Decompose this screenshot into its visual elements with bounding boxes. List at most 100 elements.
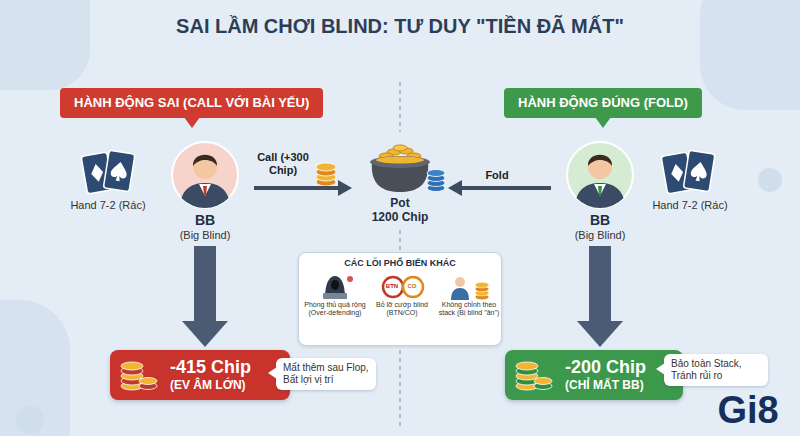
outcome-arrow [194, 246, 216, 321]
error-icon-part [455, 277, 465, 287]
chip-text: CO [397, 282, 427, 290]
error-icon [371, 273, 433, 301]
chip-icon-part [516, 362, 538, 370]
error-icon-part [323, 293, 347, 299]
player-avatar-art-part [567, 142, 633, 208]
error-icon-part [451, 288, 469, 300]
chip-text: BTN [377, 282, 407, 290]
player-node: BB(Big Blind) [555, 140, 645, 242]
player-avatar-art [567, 142, 633, 209]
player-avatar-art-part-part [180, 183, 230, 209]
error-icon [304, 273, 366, 301]
pot-illustration-part [376, 157, 424, 164]
action-arrow [254, 186, 338, 190]
chip-stack [427, 170, 445, 192]
action-banner: HÀNH ĐỘNG ĐÚNG (FOLD) [504, 88, 702, 118]
table-decor-part [16, 406, 44, 434]
callout-tail [656, 363, 665, 375]
table-decor-part [758, 168, 782, 192]
player-avatar-art-part [180, 155, 230, 209]
card-pair-part-part [683, 150, 715, 192]
chip-icon-part [534, 378, 552, 385]
node-text: Bảo toàn Stack, Tránh rủi ro [671, 358, 761, 382]
pot-illustration [370, 145, 445, 192]
card-pair-part [103, 150, 135, 192]
node-text: BB [160, 212, 250, 228]
node-text: Không chỉnh theo stack (Bị blind "ăn") [438, 301, 500, 317]
node-text: (EV ÂM LỚN) [170, 378, 290, 393]
card-pair-part-part [90, 163, 105, 183]
call-chip-stack [316, 163, 336, 186]
player-avatar-art-part-part [588, 155, 612, 179]
action-arrow [462, 186, 551, 190]
player-avatar-art-part-part [575, 183, 625, 209]
chip-stack-part [427, 170, 445, 177]
error-icon-part [347, 276, 353, 282]
pot-illustration-part [393, 145, 407, 151]
player-avatar-art-part-part [598, 186, 602, 195]
node-text: Phòng thủ quá rộng (Over-defending) [304, 301, 366, 317]
banner-pointer-part [184, 117, 200, 128]
errors-panel: Phòng thủ quá rộng (Over-defending) Bỏ lỡ… [298, 252, 502, 346]
player-avatar-art-part-part [193, 155, 217, 179]
table-decor-part [0, 0, 90, 90]
node-text: BB [555, 212, 645, 228]
node-text: (Big Blind) [555, 228, 645, 242]
chip-icon-part [139, 378, 157, 385]
table-decor-part [700, 0, 800, 110]
pot-node: Pot1200 Chip [355, 138, 445, 224]
pot-illustration-part [370, 156, 430, 168]
result-box: -200 Chip(CHỈ MẤT BB) [505, 350, 683, 400]
card-pair-part-part [690, 161, 709, 182]
node-text: 1200 Chip [355, 210, 445, 224]
card-pair [81, 150, 135, 194]
player-avatar-art-part-part [193, 155, 217, 166]
node-text: HÀNH ĐỘNG SAI (CALL VỚI BÀI YẾU) [74, 88, 309, 118]
card-pair [661, 150, 715, 194]
node-text: Bỏ lỡ cướp blind (BTN/CO) [371, 301, 433, 317]
note-callout: Bảo toàn Stack, Tránh rủi ro [664, 354, 768, 386]
player-avatar-art-part [172, 142, 238, 208]
error-item: Không chỉnh theo stack (Bị blind "ăn") [438, 273, 500, 343]
callout-tail-part [268, 367, 277, 379]
edge-label: Fold [472, 168, 522, 183]
error-icon-part [331, 280, 339, 290]
node-text: CÁC LỖI PHỔ BIẾN KHÁC [299, 253, 501, 269]
banner-pointer-part [595, 117, 611, 128]
center-divider-part [399, 82, 401, 132]
node-text: Mất thêm sau Flop, Bất lợi vị trí [283, 362, 369, 386]
action-banner: HÀNH ĐỘNG SAI (CALL VỚI BÀI YẾU) [60, 88, 323, 118]
card-pair-part-part [103, 150, 135, 192]
chip-icon [505, 350, 561, 400]
outcome-arrow [589, 246, 611, 321]
error-item: Bỏ lỡ cướp blind (BTN/CO) [371, 273, 433, 343]
node-text: (Big Blind) [160, 228, 250, 242]
callout-tail-part [656, 363, 665, 375]
watermark: Gi8 [700, 386, 796, 434]
player-avatar-art-part-part [199, 184, 211, 196]
player-avatar-art-part-part [203, 186, 207, 195]
error-item: Phòng thủ quá rộng (Over-defending) [304, 273, 366, 343]
error-icon-part [475, 282, 489, 288]
result-box: -415 Chip(EV ÂM LỚN) [110, 350, 290, 400]
player-avatar-art-part-part [588, 155, 612, 166]
note-callout: Mất thêm sau Flop, Bất lợi vị trí [276, 358, 376, 390]
chip-icon-part [121, 362, 143, 370]
player-avatar-art [172, 142, 238, 209]
hand-label: Hand 7-2 (Rác) [652, 198, 728, 212]
card-pair-part-part [110, 161, 129, 182]
player-node: BB(Big Blind) [160, 140, 250, 242]
error-icon [438, 273, 500, 301]
table-decor-part [0, 300, 70, 436]
center-divider-part [399, 230, 401, 250]
edge-label: Call (+300 Chip) [250, 150, 316, 178]
callout-tail [268, 367, 277, 379]
chip-icon [110, 350, 166, 400]
banner-pointer [184, 117, 611, 128]
card-pair-part [683, 150, 715, 192]
hand-label: Hand 7-2 (Rác) [70, 198, 146, 212]
call-chip-stack-part [316, 163, 336, 171]
